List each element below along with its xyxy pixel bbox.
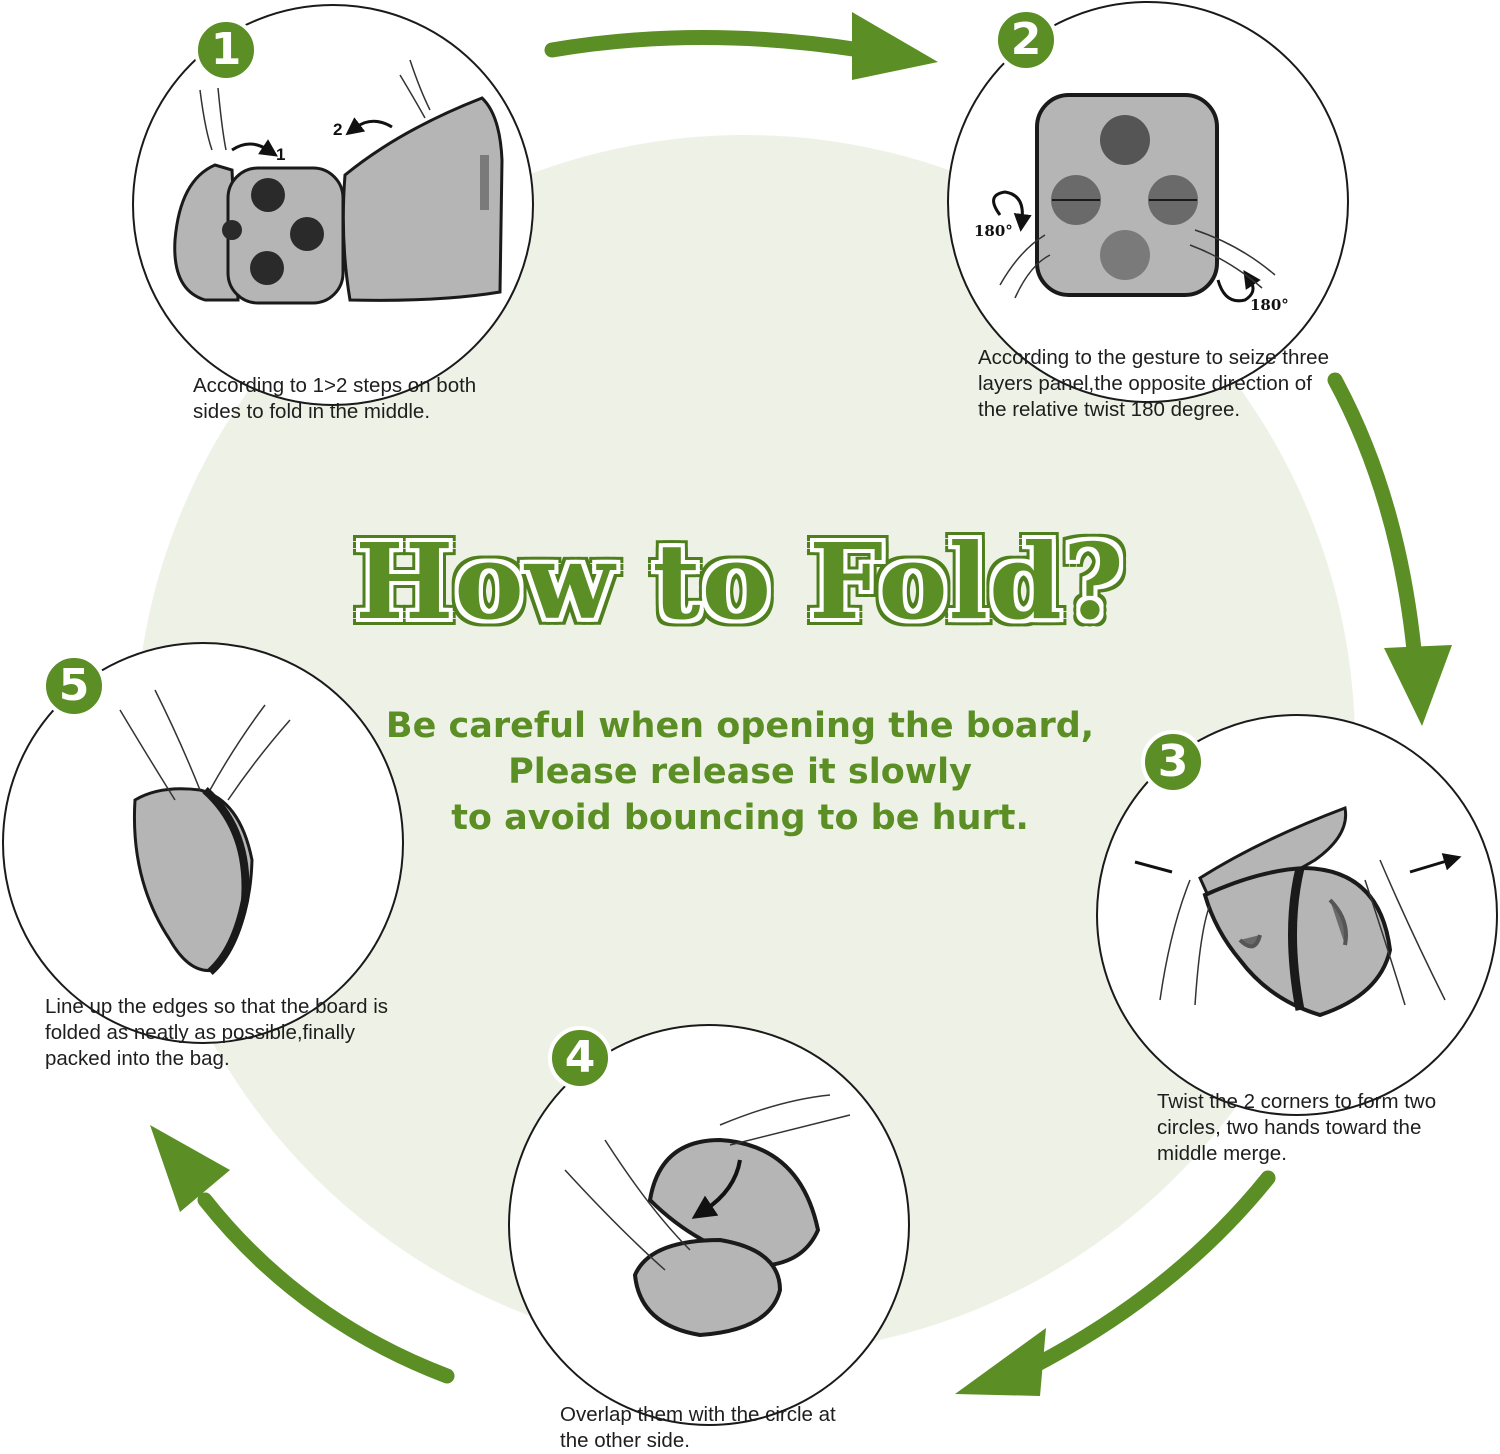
step-3-badge: 3: [1141, 730, 1205, 794]
step-1-arrow-label-1: 1: [276, 145, 285, 164]
step-3-caption: Twist the 2 corners to form two circles,…: [1157, 1089, 1436, 1167]
background-circle: [135, 135, 1355, 1355]
arrowhead-1-to-2: [852, 12, 938, 80]
step-4-illustration: [564, 1094, 851, 1338]
step-5-caption-line: folded as neatly as possible,finally: [45, 1021, 355, 1044]
step-1-caption: According to 1>2 steps on both sides to …: [193, 373, 476, 425]
step-4-caption-line: Overlap them with the circle at: [560, 1403, 836, 1426]
step-4-caption: Overlap them with the circle at the othe…: [560, 1402, 836, 1454]
step-5-badge: 5: [42, 654, 106, 718]
step-5-caption-line: Line up the edges so that the board is: [45, 995, 389, 1018]
arrow-4-to-5: [197, 1192, 455, 1384]
step-2-illustration: [992, 93, 1276, 303]
warning-line-3: to avoid bouncing to be hurt.: [451, 798, 1029, 838]
arrow-3-to-4: [1002, 1170, 1276, 1386]
step-3-caption-line: Twist the 2 corners to form two: [1157, 1090, 1437, 1113]
arrowhead-2-to-3: [1384, 645, 1452, 726]
step-1-badge: 1: [194, 18, 258, 82]
step-5-caption: Line up the edges so that the board is f…: [45, 994, 388, 1072]
step-2-rotate-right-label: 180°: [1250, 296, 1289, 314]
arrowhead-3-to-4: [955, 1328, 1046, 1396]
arrowhead-4-to-5: [150, 1125, 230, 1212]
arrow-2-to-3: [1327, 372, 1423, 668]
step-1-illustration: [173, 59, 504, 305]
warning-line-1: Be careful when opening the board,: [385, 706, 1095, 746]
step-3-caption-line: middle merge.: [1157, 1142, 1287, 1165]
step-2-badge: 2: [994, 8, 1058, 72]
step-2-caption: According to the gesture to seize three …: [978, 345, 1329, 423]
step-1-caption-line: According to 1>2 steps on both: [193, 374, 477, 397]
step-2-caption-line: the relative twist 180 degree.: [978, 398, 1241, 421]
step-2-caption-line: According to the gesture to seize three: [978, 346, 1329, 369]
step-3-illustration: [1134, 805, 1450, 1018]
step-1-caption-line: sides to fold in the middle.: [193, 400, 431, 423]
step-5-illustration: [119, 689, 291, 976]
step-1-arrow-label-2: 2: [333, 120, 342, 139]
step-4-badge: 4: [548, 1026, 612, 1090]
cycle-arrows: [197, 30, 1423, 1386]
step-5-caption-line: packed into the bag.: [45, 1047, 230, 1070]
step-4-caption-line: the other side.: [560, 1429, 690, 1452]
step-3-caption-line: circles, two hands toward the: [1157, 1116, 1422, 1139]
step-2-caption-line: layers panel,the opposite direction of: [978, 372, 1312, 395]
warning-line-2: Please release it slowly: [508, 752, 972, 792]
step-2-rotate-left-label: 180°: [974, 222, 1013, 240]
arrow-1-to-2: [544, 30, 868, 58]
page-title: How to Fold?: [355, 520, 1125, 643]
